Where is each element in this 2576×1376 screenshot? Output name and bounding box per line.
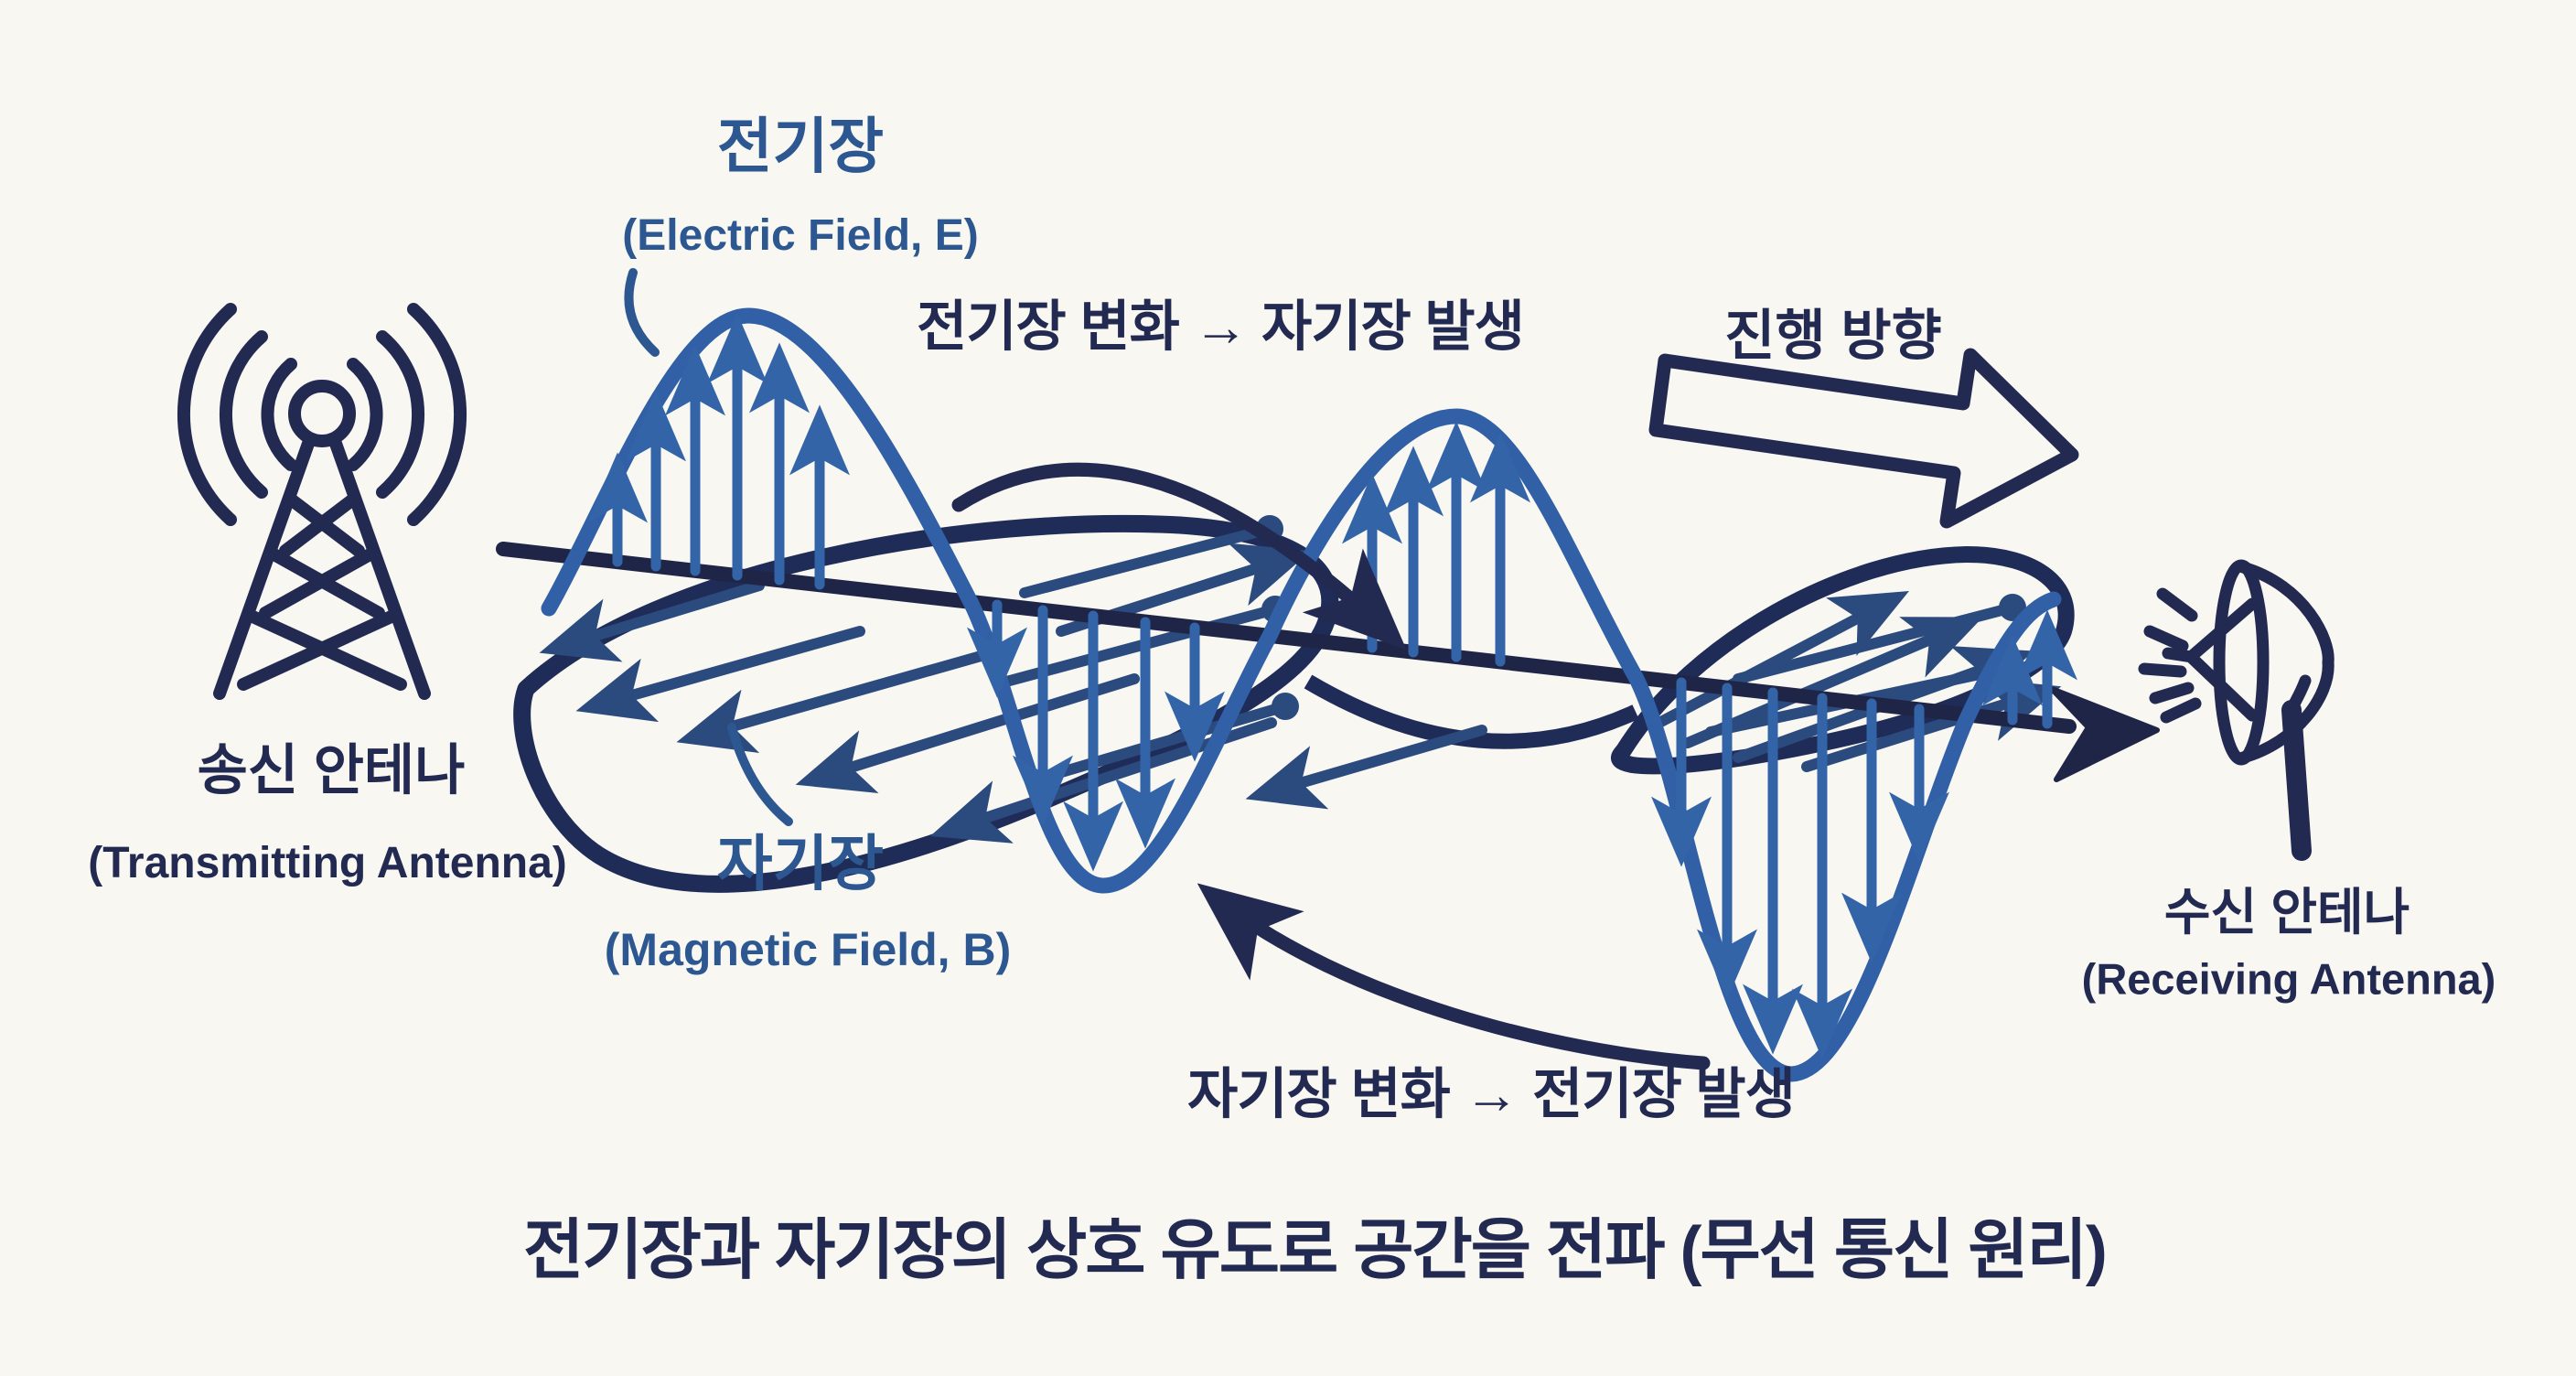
b-change-creates-e-label: 자기장 변화 → 전기장 발생: [1187, 1063, 1796, 1125]
e-change-creates-b-label: 전기장 변화 → 자기장 발생: [917, 296, 1525, 358]
magnetic-field-leader-line: [727, 723, 793, 826]
receiving-antenna-label-ko: 수신 안테나: [2163, 884, 2410, 941]
magnetic-field-label-en: (Magnetic Field, B): [604, 923, 1012, 975]
transmitting-antenna-label-en: (Transmitting Antenna): [88, 838, 567, 887]
direction-block-arrow: [1648, 348, 2079, 529]
diagram-caption: 전기장과 자기장의 상호 유도로 공간을 전파 (무선 통신 원리): [523, 1214, 2108, 1288]
electric-field-label-ko: 전기장: [716, 112, 885, 180]
magnetic-field-label-ko: 자기장: [716, 829, 885, 898]
induction-arrow-bottom: [1197, 883, 1711, 1070]
receiving-antenna-label-en: (Receiving Antenna): [2081, 954, 2496, 1004]
receiving-dish-antenna-icon: [2162, 559, 2334, 861]
propagation-axis-arrow: [496, 542, 2160, 782]
radio-waves-icon: [177, 303, 467, 526]
electric-field-label-en: (Electric Field, E): [622, 210, 979, 260]
induction-arrow-top: [951, 462, 1407, 650]
propagation-direction-label: 진행 방향: [1724, 305, 1942, 367]
transmitting-antenna-icon: [213, 380, 431, 700]
e-field-arrows: [587, 313, 2077, 1059]
transmitting-antenna-label-ko: 송신 안테나: [197, 739, 466, 801]
signal-dashes-icon: [2138, 587, 2202, 724]
electric-field-leader-line: [624, 268, 660, 357]
